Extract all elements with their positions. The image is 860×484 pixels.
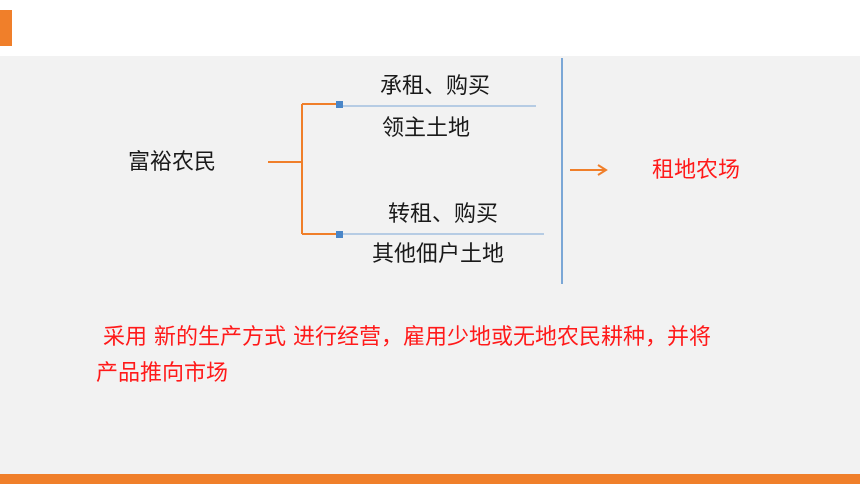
footer-accent-bar — [0, 474, 860, 484]
bottom-branch-label-above: 转租、购买 — [388, 202, 499, 227]
description-text: 采用 新的生产方式 进行经营，雇用少地或无地农民耕种，并将 产品推向市场 — [96, 325, 711, 386]
header-bar — [0, 0, 860, 56]
root-label: 富裕农民 — [128, 150, 217, 175]
bottom-branch-marker — [336, 231, 343, 238]
top-branch-marker — [336, 101, 343, 108]
content-area — [0, 56, 860, 474]
title-accent-block — [0, 10, 12, 46]
top-branch-label-above: 承租、购买 — [380, 74, 491, 99]
arrow-head-icon — [597, 164, 608, 176]
bottom-branch-label-below: 其他佃户土地 — [372, 242, 505, 267]
result-label: 租地农场 — [652, 158, 741, 183]
top-branch-label-below: 领主土地 — [382, 116, 471, 141]
